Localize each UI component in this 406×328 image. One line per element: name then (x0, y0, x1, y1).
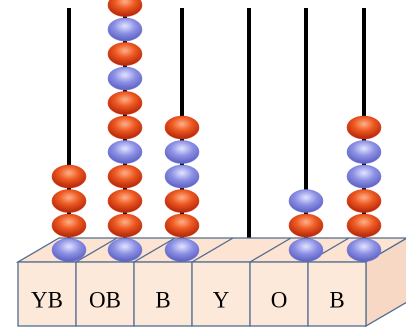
red-bead (51, 189, 87, 213)
column-label-6: B (329, 287, 344, 312)
block-top-divider (133, 237, 176, 263)
block-cell-4 (191, 261, 251, 327)
block-cell-3 (133, 261, 193, 327)
column-label-3: B (155, 287, 170, 312)
blue-bead (107, 17, 143, 42)
blue-bead (164, 164, 200, 189)
red-bead (164, 213, 200, 238)
blue-bead (51, 238, 87, 262)
red-bead (107, 91, 143, 115)
blue-bead (346, 238, 382, 262)
red-bead (107, 115, 143, 140)
column-label-1: YB (31, 287, 63, 312)
blue-bead (164, 238, 200, 262)
blue-bead (288, 189, 324, 213)
column-label-2: OB (89, 287, 121, 312)
blue-bead (346, 140, 382, 164)
column-label-4: Y (213, 287, 230, 312)
blue-bead (288, 238, 324, 262)
block-front-face (17, 261, 367, 327)
red-bead (107, 164, 143, 189)
blue-bead (346, 164, 382, 189)
red-bead (107, 213, 143, 238)
block-top-divider (191, 237, 234, 263)
blue-bead (107, 140, 143, 164)
block-cell-2 (75, 261, 135, 327)
block-cell-6 (307, 261, 367, 327)
red-bead (346, 115, 382, 140)
red-bead (51, 213, 87, 238)
red-bead (107, 0, 143, 17)
beads-group (51, 0, 382, 262)
red-bead (164, 115, 200, 140)
red-bead (288, 213, 324, 238)
red-bead (346, 189, 382, 213)
red-bead (346, 213, 382, 238)
block-top-divider (75, 237, 118, 263)
blue-bead (164, 140, 200, 164)
blue-bead (107, 238, 143, 262)
column-label-5: O (271, 287, 288, 312)
block-top-divider (249, 237, 292, 263)
blue-bead (107, 66, 143, 91)
red-bead (107, 189, 143, 213)
red-bead (107, 42, 143, 66)
red-bead (164, 189, 200, 213)
red-bead (51, 164, 87, 189)
block-cell-1 (17, 261, 77, 327)
